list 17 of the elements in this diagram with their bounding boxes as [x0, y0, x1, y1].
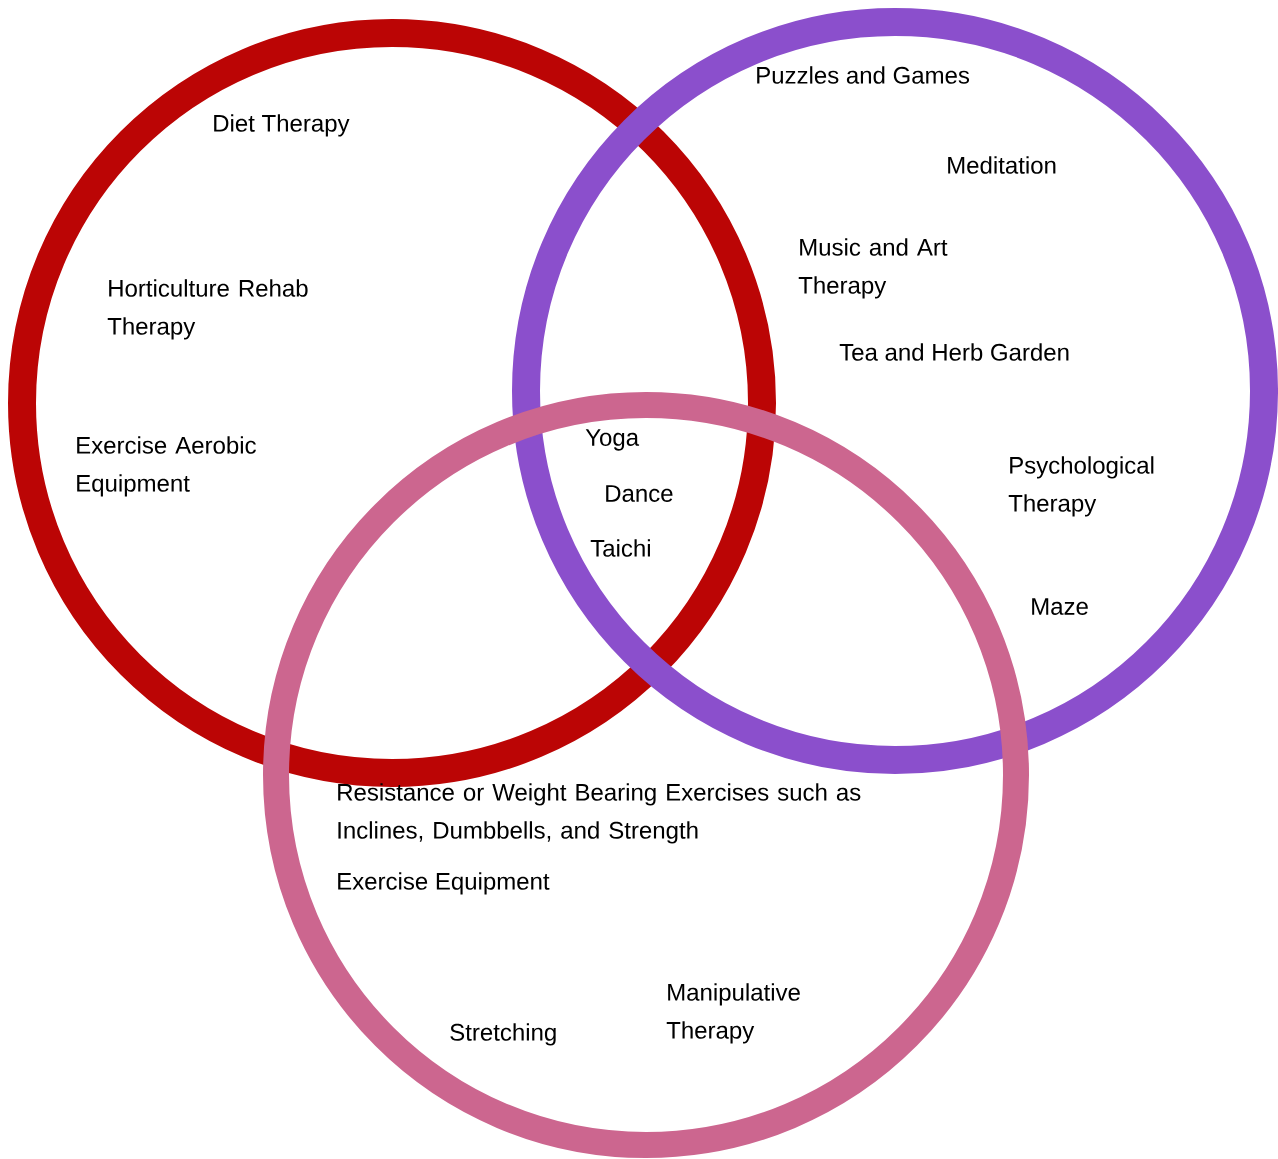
region-label: Tea and Herb Garden — [839, 343, 1069, 361]
region-label: Dance — [606, 485, 673, 502]
region-label: Taichi — [590, 539, 650, 557]
region-label: Diet Therapy — [214, 114, 350, 137]
region-label: Stretching — [450, 1023, 556, 1046]
region-label: Maze — [1032, 598, 1088, 615]
region-label: Puzzles and Games — [757, 66, 970, 84]
region-label: Meditation — [948, 156, 1056, 174]
region-label: Music and Art Therapy — [798, 238, 948, 299]
region-label: Exercise Equipment — [338, 872, 550, 895]
region-label: Exercise Aerobic Equipment — [77, 436, 256, 497]
venn-circle — [512, 8, 1278, 774]
region-label: Manipulative Therapy — [666, 983, 800, 1044]
region-label: Horticulture Rehab Therapy — [107, 279, 308, 340]
region-label: Resistance or Weight Bearing Exercises such as Inclines, Dumbbells, and Strength — [338, 783, 861, 844]
region-label: Psychological Therapy — [1008, 456, 1154, 517]
region-label: Yoga — [585, 429, 640, 451]
